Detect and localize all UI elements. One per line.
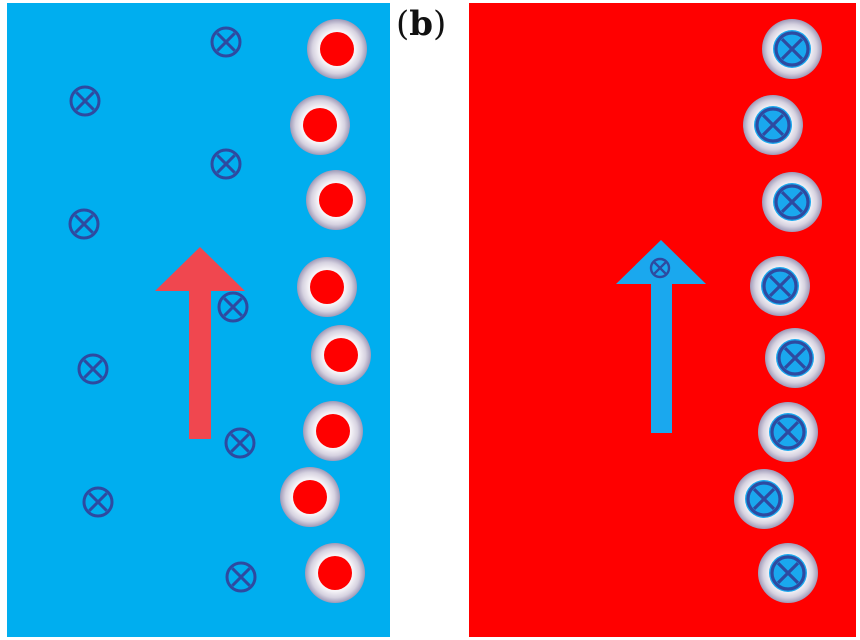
red-dot-icon [303, 401, 363, 461]
red-dot-icon [290, 95, 350, 155]
cross-mark-icon [774, 31, 810, 67]
circle-cross-icon [82, 486, 114, 518]
into-page-symbols-blue-region [68, 26, 257, 593]
circle-cross-icon [224, 427, 256, 459]
red-dot-icon [306, 170, 366, 230]
cross-mark-icon [777, 340, 813, 376]
blue-up-arrow [616, 240, 706, 433]
cross-mark-icon [774, 184, 810, 220]
red-dot-icon [297, 257, 357, 317]
haloed-cross-particles [734, 19, 825, 603]
arrow-cross-icon [649, 257, 671, 279]
red-dot-icon [311, 325, 371, 385]
circle-cross-icon [68, 208, 100, 240]
haloed-cross-icon [762, 19, 822, 79]
red-dot-icon [280, 467, 340, 527]
red-dot-icon [307, 19, 367, 79]
cross-mark-icon [770, 555, 806, 591]
panel-label-letter: b [409, 4, 434, 44]
haloed-cross-icon [762, 172, 822, 232]
circle-cross-icon [217, 291, 249, 323]
circle-cross-icon [225, 561, 257, 593]
cross-mark-icon [755, 107, 791, 143]
circle-cross-icon [77, 353, 109, 385]
red-dot-icon [305, 543, 365, 603]
panel-label-close: ) [433, 4, 447, 44]
cross-mark-icon [746, 481, 782, 517]
circle-cross-icon [210, 26, 242, 58]
cross-mark-icon [770, 414, 806, 450]
haloed-cross-icon [743, 95, 803, 155]
haloed-cross-icon [758, 402, 818, 462]
haloed-cross-icon [750, 256, 810, 316]
haloed-cross-icon [734, 469, 794, 529]
panel-label: (b) [396, 4, 446, 44]
haloed-cross-icon [765, 328, 825, 388]
circle-cross-icon [69, 85, 101, 117]
red-dot-particles [280, 19, 371, 603]
circle-cross-icon [210, 148, 242, 180]
red-up-arrow [155, 247, 245, 439]
arrow-cross-symbol [649, 257, 671, 279]
haloed-cross-icon [758, 543, 818, 603]
cross-mark-icon [762, 268, 798, 304]
panel-label-open: ( [396, 4, 410, 44]
